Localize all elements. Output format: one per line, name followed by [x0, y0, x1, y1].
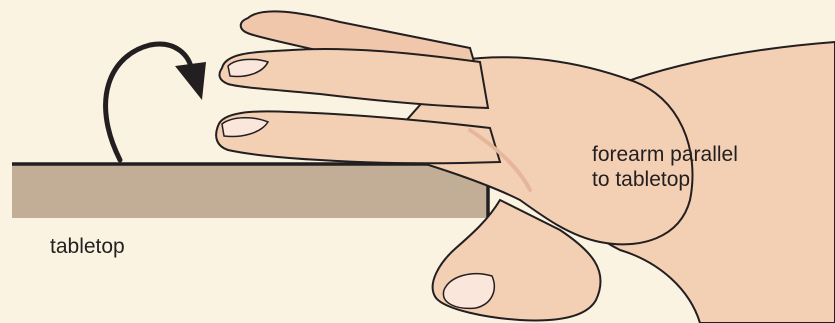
curved-arrow-shaft [106, 44, 192, 160]
forearm-label-line-2: to tabletop [592, 167, 738, 192]
tabletop-board [12, 164, 488, 218]
forearm-label-line-1: forearm parallel [592, 142, 738, 167]
curved-arrow-head [175, 62, 206, 100]
tabletop [12, 164, 488, 218]
curved-arrow-icon [106, 44, 206, 160]
forearm-label: forearm parallel to tabletop [592, 142, 738, 192]
finger-middle [220, 49, 488, 108]
tabletop-label: tabletop [50, 234, 125, 259]
